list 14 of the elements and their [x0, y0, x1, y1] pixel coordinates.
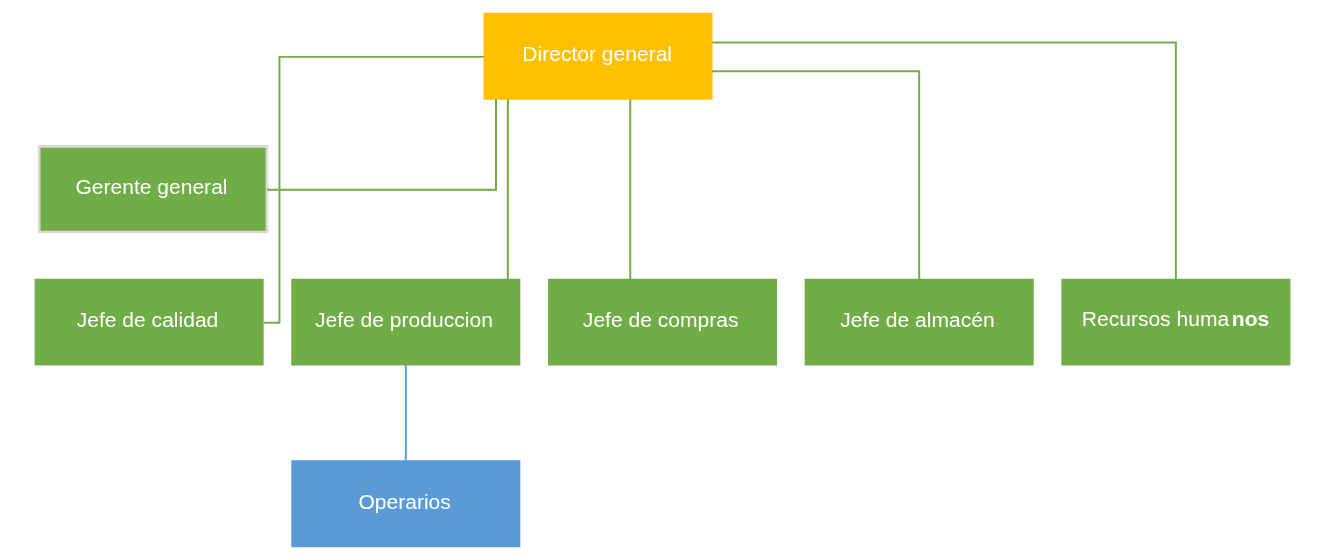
node-box: Jefe de almacén — [804, 278, 1034, 366]
node-box: Jefe de compras — [548, 278, 777, 366]
connector — [506, 98, 509, 281]
connector — [266, 98, 497, 191]
connector — [629, 98, 632, 281]
node-box: Jefe de calidad — [34, 278, 264, 366]
node-box: Director general — [483, 12, 713, 100]
node-box: Recursos humanos — [1061, 278, 1291, 366]
connector — [711, 41, 1177, 280]
node-box: Operarios — [291, 460, 521, 548]
connector — [711, 70, 921, 280]
node-box: Jefe de produccion — [291, 278, 521, 366]
node-box: Gerente general — [37, 145, 269, 234]
connector — [404, 364, 407, 462]
